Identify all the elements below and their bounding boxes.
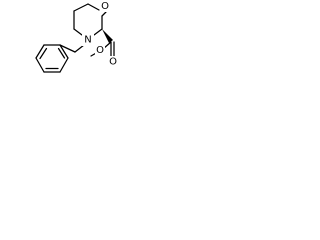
- bond-phenyl-6: [59, 44, 69, 59]
- ring-nitrogen-label: N: [84, 35, 91, 46]
- bond-phenyl-5: [59, 57, 69, 73]
- ester-oxygen-label: O: [96, 45, 104, 56]
- bond-phenyl-2: [35, 44, 45, 59]
- bond-n-to-ch2: [74, 44, 85, 53]
- bond-ch2-to-phenyl: [59, 44, 76, 53]
- ester-oxygen-bg: [95, 45, 105, 56]
- chemical-structure-diagram: O N O O: [35, 1, 118, 73]
- stereo-wedge-bond: [102, 29, 113, 43]
- ring-nitrogen-bg: [82, 34, 94, 46]
- ring-oxygen-bg: [100, 1, 110, 12]
- bond-phenyl-inner-1: [39, 47, 48, 60]
- bond-phenyl-inner-3: [57, 47, 66, 59]
- bond-phenyl-3: [35, 57, 45, 73]
- bond-ring-c-right-to-o: [101, 11, 107, 17]
- structure-canvas: O N O O: [0, 0, 131, 82]
- bond-ring-c-top-to-c-upper-left: [73, 3, 89, 12]
- bond-ring-c-lower-left-to-n: [73, 28, 83, 36]
- ring-oxygen-label: O: [101, 1, 109, 12]
- carbonyl-oxygen-bg: [108, 56, 118, 67]
- bond-ring-o-to-c-upper-right: [87, 3, 100, 11]
- bond-ring-n-to-c-stereo: [93, 28, 103, 36]
- carbonyl-oxygen-label: O: [109, 57, 117, 68]
